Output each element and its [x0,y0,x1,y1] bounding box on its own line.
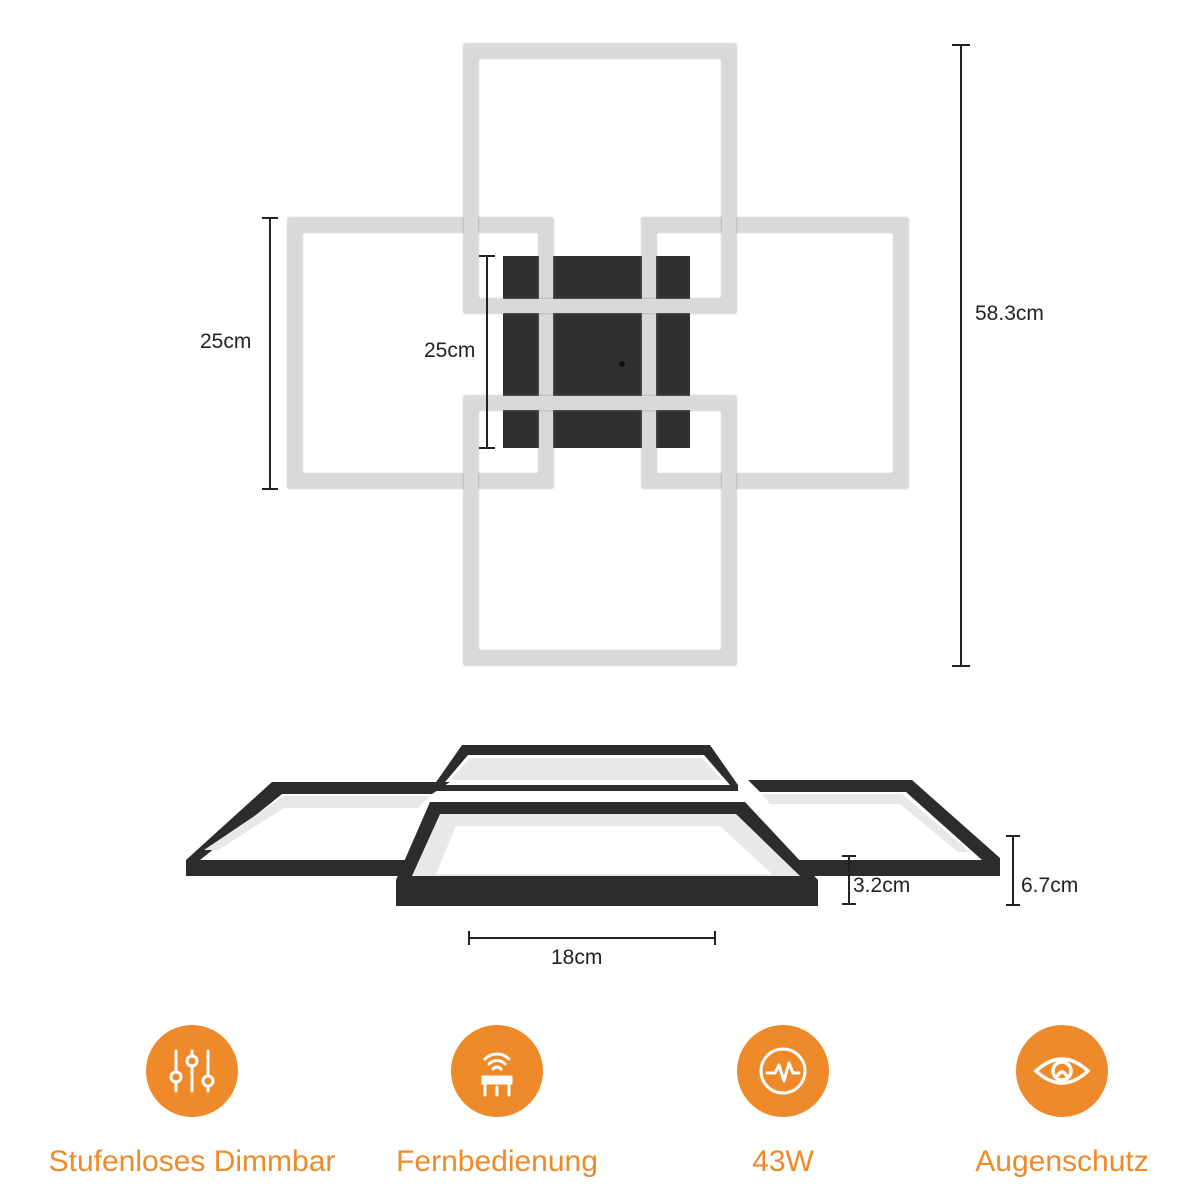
label-base-width: 18cm [551,946,603,969]
feature-label: Fernbedienung [396,1145,598,1178]
label-total-height: 6.7cm [1021,874,1079,897]
dimension-line-base-height [842,855,856,905]
dimension-line-outer-height [952,44,970,667]
label-base-height: 3.2cm [853,874,911,897]
power-pulse-icon [737,1025,829,1117]
label-outer-height: 58.3cm [975,302,1044,325]
sliders-icon [146,1025,238,1117]
top-view-drawing [262,44,970,667]
frame-back [432,745,738,791]
frame-front [396,802,818,906]
frame-left-side [186,782,450,876]
feature-label: Stufenloses Dimmbar [48,1145,336,1178]
feature-eye-protection: Augenschutz [912,1025,1200,1179]
label-side-square: 25cm [200,330,252,353]
dimension-line-center-plate [479,255,495,449]
feature-power: 43W [633,1025,933,1179]
label-center-plate: 25cm [424,339,476,362]
feature-remote: Fernbedienung [347,1025,647,1179]
feature-dimmable: Stufenloses Dimmbar [42,1025,342,1179]
mount-screw [619,361,625,367]
remote-control-icon [451,1025,543,1117]
dimension-line-side-square [262,217,278,490]
side-view-drawing [186,745,1020,945]
eye-icon [1016,1025,1108,1117]
feature-label: 43W [752,1145,814,1178]
dimension-line-base-width [468,931,716,945]
dimension-line-total-height [1006,835,1020,906]
mount-plate [503,256,690,448]
feature-label: Augenschutz [975,1145,1149,1178]
